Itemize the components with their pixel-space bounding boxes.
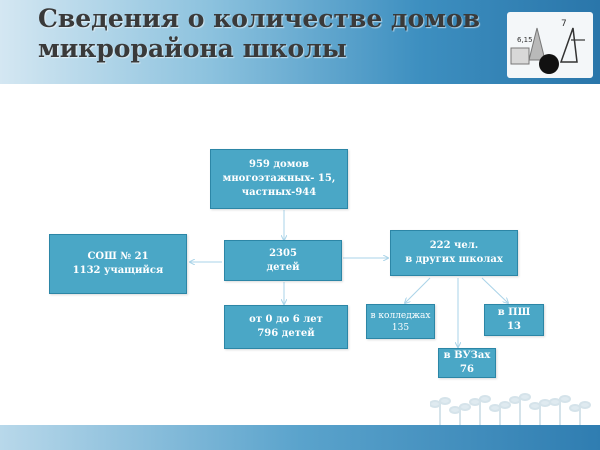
preschool-box: от 0 до 6 лет 796 детей bbox=[224, 305, 348, 349]
preschool-line2: 796 детей bbox=[257, 328, 315, 339]
geometry-shapes-icon: 6,15 7 bbox=[510, 19, 585, 74]
arrow-other-colleges bbox=[405, 277, 431, 303]
logo-label-b: 7 bbox=[561, 19, 567, 29]
school-logo: 6,15 7 bbox=[507, 12, 593, 78]
ppsh-box: в ПШ 13 bbox=[484, 304, 544, 336]
footer-band bbox=[0, 425, 600, 450]
page-title-line2: микрорайона школы bbox=[38, 34, 347, 63]
houses-line3: частных-944 bbox=[241, 187, 317, 198]
ppsh-line2: 13 bbox=[507, 321, 521, 332]
other-schools-box: 222 чел. в других школах bbox=[390, 230, 518, 276]
houses-line1: 959 домов bbox=[249, 159, 309, 170]
children-line2: детей bbox=[266, 261, 300, 273]
header-band bbox=[0, 0, 600, 84]
universities-line1: в ВУЗах bbox=[443, 350, 491, 361]
houses-box: 959 домов многоэтажных- 15, частных-944 bbox=[210, 149, 348, 209]
page-title-line1: Сведения о количестве домов bbox=[38, 4, 481, 33]
sprouts-decoration-icon bbox=[430, 393, 591, 426]
page-title: Сведения о количестве домов микрорайона … bbox=[38, 4, 480, 64]
arrow-other-ppsh bbox=[481, 277, 508, 303]
universities-box: в ВУЗах 76 bbox=[438, 348, 496, 378]
school-box: СОШ № 21 1132 учащийся bbox=[49, 234, 187, 294]
school-line1: СОШ № 21 bbox=[87, 251, 149, 262]
logo-label-a: 6,15 bbox=[517, 36, 533, 44]
colleges-box: в колледжах 135 bbox=[366, 304, 435, 339]
colleges-line2: 135 bbox=[391, 322, 410, 333]
houses-line2: многоэтажных- 15, bbox=[222, 173, 336, 184]
children-line1: 2305 bbox=[269, 247, 297, 259]
colleges-line1: в колледжах bbox=[370, 310, 431, 321]
preschool-line1: от 0 до 6 лет bbox=[249, 314, 323, 325]
other-schools-line2: в других школах bbox=[405, 254, 503, 265]
children-box: 2305 детей bbox=[224, 240, 342, 281]
universities-line2: 76 bbox=[460, 364, 474, 375]
school-line2: 1132 учащийся bbox=[72, 265, 164, 276]
other-schools-line1: 222 чел. bbox=[429, 240, 479, 251]
ppsh-line1: в ПШ bbox=[497, 307, 531, 318]
